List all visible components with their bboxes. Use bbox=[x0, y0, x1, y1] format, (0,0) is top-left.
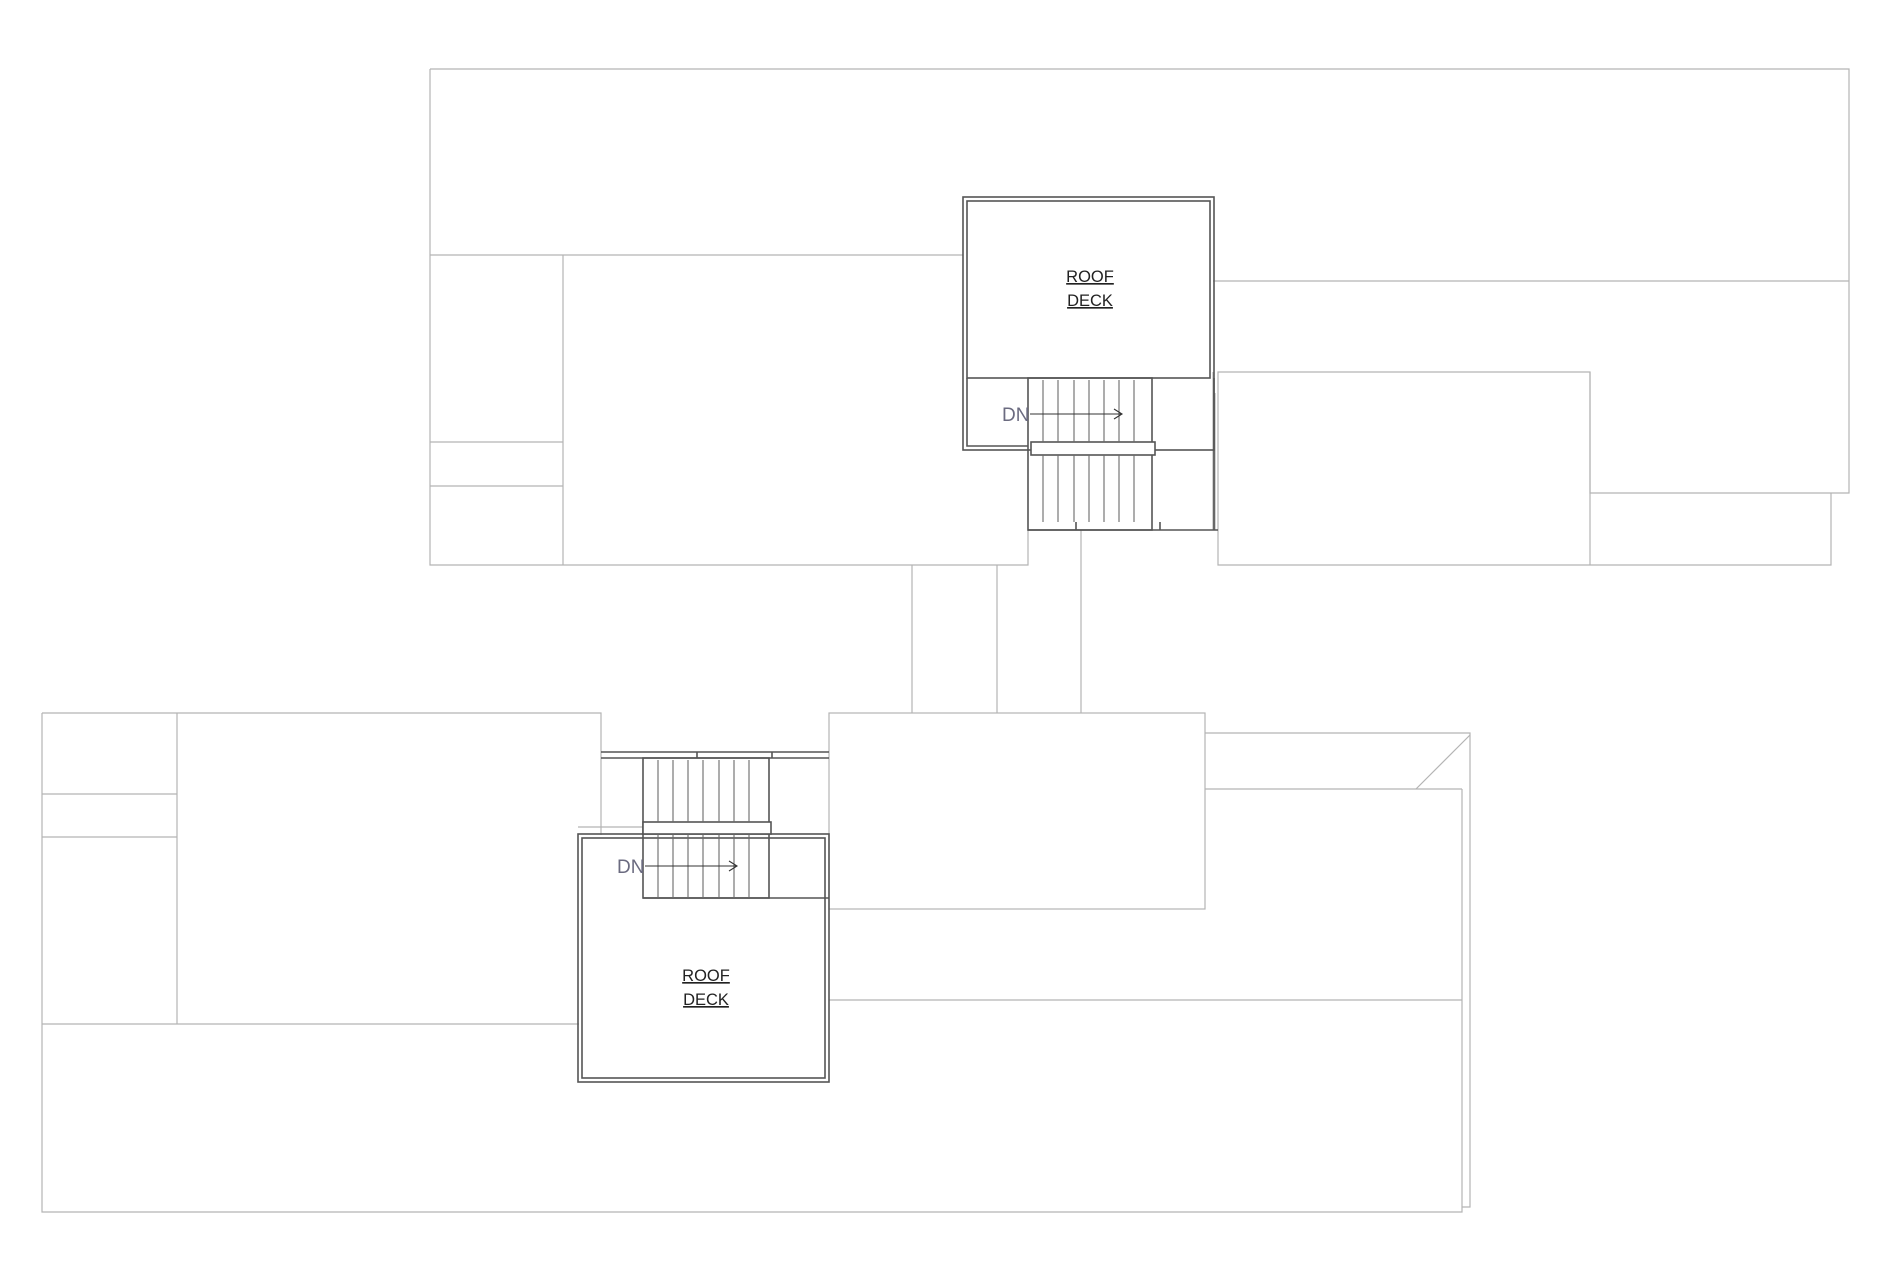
lower-stair-arrow-icon bbox=[645, 860, 739, 872]
connector-bridge bbox=[911, 530, 1082, 713]
upper-stair-arrow-icon bbox=[1030, 408, 1124, 420]
lower-stair-treads bbox=[657, 760, 750, 898]
upper-stair-dn-label: DN bbox=[1002, 405, 1029, 426]
upper-stair bbox=[1027, 377, 1218, 531]
lower-deck-label-line2: DECK bbox=[683, 991, 729, 1009]
lower-stair-dn-label: DN bbox=[617, 857, 644, 878]
upper-building-roof bbox=[429, 68, 1850, 566]
upper-deck-label-line2: DECK bbox=[1067, 292, 1113, 310]
lower-building-roof bbox=[41, 712, 1471, 1213]
upper-stair-treads bbox=[1042, 380, 1135, 522]
lower-deck-label-line1: ROOF bbox=[682, 967, 730, 985]
lower-stair bbox=[601, 751, 829, 899]
upper-deck-label-line1: ROOF bbox=[1066, 268, 1114, 286]
